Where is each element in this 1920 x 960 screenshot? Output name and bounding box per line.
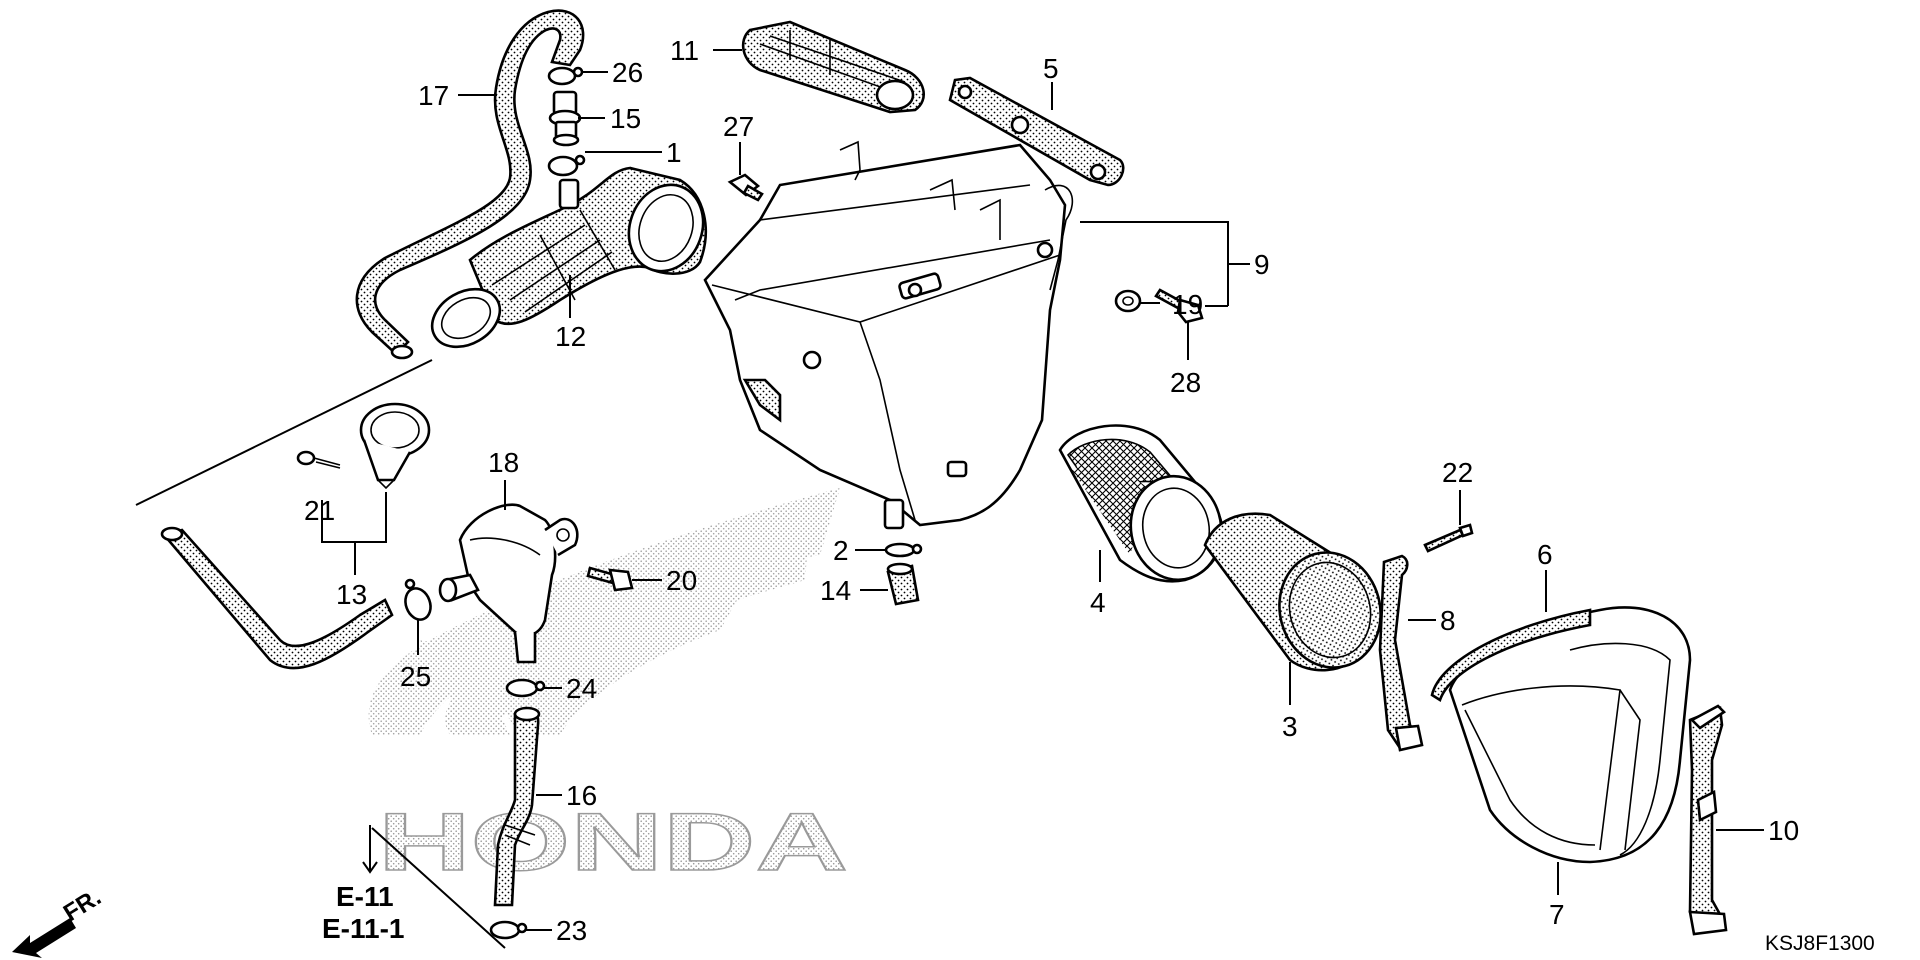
screw-21: [296, 450, 341, 469]
part-label-16[interactable]: 16: [566, 780, 597, 811]
honda-watermark-text: HONDA: [378, 797, 848, 888]
part-label-15[interactable]: 15: [610, 103, 641, 134]
bolt-28: [1154, 288, 1204, 324]
drain-tube-16: [493, 706, 541, 907]
grommet-19: [1114, 289, 1142, 313]
front-direction-arrow: [12, 918, 76, 958]
leader-lines: [135, 49, 1764, 949]
intake-duct-12: [430, 166, 707, 349]
part-label-28[interactable]: 28: [1170, 367, 1201, 398]
filter-sponge-3: [1203, 512, 1382, 672]
part-label-23[interactable]: 23: [556, 915, 587, 946]
hose-clip-24: [505, 678, 546, 698]
part-label-14[interactable]: 14: [820, 575, 851, 606]
strap-bracket-10: [1688, 704, 1728, 936]
mounting-bracket-5: [948, 76, 1125, 187]
part-label-3[interactable]: 3: [1282, 711, 1298, 742]
duct-joint-13: [359, 402, 431, 490]
reference-e-11-1[interactable]: E-11-1: [322, 913, 405, 944]
part-label-5[interactable]: 5: [1043, 53, 1059, 84]
part-label-24[interactable]: 24: [566, 673, 597, 704]
reference-e-11[interactable]: E-11: [336, 881, 394, 912]
part-label-7[interactable]: 7: [1549, 899, 1565, 930]
part-label-6[interactable]: 6: [1537, 539, 1553, 570]
part-label-13[interactable]: 13: [336, 579, 367, 610]
part-label-12[interactable]: 12: [555, 321, 586, 352]
breather-hose-17: [355, 9, 585, 360]
air-intake-snorkel-11: [741, 20, 925, 114]
part-label-26[interactable]: 26: [612, 57, 643, 88]
air-filter-element-4: [1058, 424, 1224, 583]
part-label-11[interactable]: 11: [670, 35, 699, 66]
part-label-18[interactable]: 18: [488, 447, 519, 478]
drain-hose: [160, 526, 394, 670]
part-label-25[interactable]: 25: [400, 661, 431, 692]
breather-separator-18: [438, 503, 579, 664]
part-label-2[interactable]: 2: [833, 535, 849, 566]
air-cleaner-case-9: [703, 140, 1074, 530]
hose-clip-23: [489, 920, 528, 940]
joint-fitting-15: [548, 90, 582, 147]
part-label-9[interactable]: 9: [1254, 249, 1270, 280]
drain-plug-14: [886, 562, 920, 606]
part-label-10[interactable]: 10: [1768, 815, 1799, 846]
part-label-4[interactable]: 4: [1090, 587, 1106, 618]
hose-clip-26: [547, 66, 584, 86]
part-label-21[interactable]: 21: [304, 495, 335, 526]
part-label-19[interactable]: 19: [1172, 289, 1203, 320]
hose-clip-1: [547, 154, 586, 177]
part-label-8[interactable]: 8: [1440, 605, 1456, 636]
pin-22: [1423, 523, 1474, 553]
air-cleaner-cover-6-7: [1430, 606, 1692, 864]
part-label-22[interactable]: 22: [1442, 457, 1473, 488]
part-label-27[interactable]: 27: [723, 111, 754, 142]
part-label-17[interactable]: 17: [418, 80, 449, 111]
part-label-1[interactable]: 1: [666, 137, 682, 168]
bolt-27: [727, 173, 764, 202]
strap-8: [1378, 554, 1424, 752]
honda-wing-watermark: [368, 488, 840, 735]
hose-clip-25: [404, 578, 432, 621]
part-label-20[interactable]: 20: [666, 565, 697, 596]
hose-clip-2: [884, 542, 923, 558]
diagram-code: KSJ8F1300: [1765, 932, 1875, 955]
bolt-20: [586, 566, 634, 592]
